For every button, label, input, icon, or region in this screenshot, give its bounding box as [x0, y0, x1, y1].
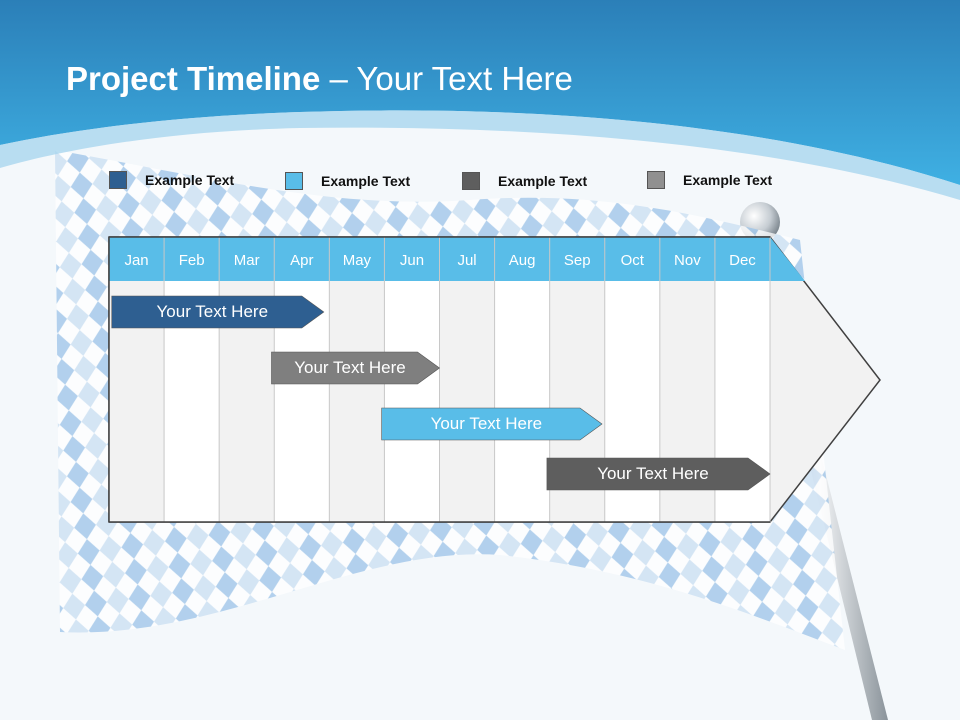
task-bar — [271, 351, 441, 385]
legend-label: Example Text — [683, 172, 773, 188]
month-header-cell — [494, 237, 550, 281]
month-label: Aug — [509, 252, 536, 269]
legend-swatch — [109, 171, 127, 189]
legend-item-4: Example Text — [647, 170, 772, 190]
legend-item-1: Example Text — [109, 170, 234, 190]
month-header-cell — [714, 237, 770, 281]
month-header-cell — [109, 237, 165, 281]
legend-label: Example Text — [498, 173, 588, 189]
arrow-header-tip — [770, 237, 805, 281]
month-column — [494, 281, 550, 522]
header-band — [0, 0, 960, 185]
month-header-cell — [604, 237, 660, 281]
month-header-cell — [549, 237, 605, 281]
month-header-cell — [164, 237, 220, 281]
legend-item-3: Example Text — [462, 171, 587, 191]
month-column — [329, 281, 385, 522]
task-bar — [111, 295, 325, 329]
legend-item-2: Example Text — [285, 171, 410, 191]
month-label: Jan — [124, 252, 148, 269]
legend-label: Example Text — [321, 173, 411, 189]
month-label: Dec — [729, 252, 756, 269]
title-rest: – Your Text Here — [320, 60, 573, 97]
task-bar — [546, 457, 771, 491]
month-label: Jul — [457, 252, 476, 269]
month-label: Mar — [234, 252, 260, 269]
legend-swatch — [285, 172, 303, 190]
month-header-cell — [274, 237, 330, 281]
month-header-cell — [219, 237, 275, 281]
legend-swatch — [647, 171, 665, 189]
month-label: Nov — [674, 252, 701, 269]
legend-swatch — [462, 172, 480, 190]
month-label: Feb — [179, 252, 205, 269]
month-header-cell — [659, 237, 715, 281]
header-wave — [0, 110, 960, 200]
month-header-cell — [439, 237, 495, 281]
month-label: Oct — [621, 252, 645, 269]
month-label: Sep — [564, 252, 591, 269]
title-bold: Project Timeline — [66, 60, 321, 97]
task-bar — [381, 407, 603, 441]
month-label: Apr — [290, 252, 313, 269]
month-column — [384, 281, 440, 522]
month-label: May — [343, 252, 372, 269]
page-title: Project Timeline – Your Text Here — [66, 60, 573, 98]
legend-label: Example Text — [145, 172, 235, 188]
month-column — [439, 281, 495, 522]
month-header-cell — [329, 237, 385, 281]
month-label: Jun — [400, 252, 424, 269]
month-header-cell — [384, 237, 440, 281]
